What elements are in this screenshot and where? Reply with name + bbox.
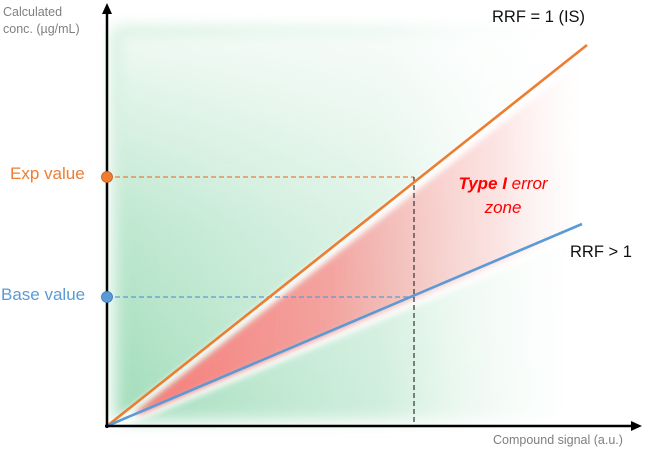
rrf-is-label: RRF = 1 (IS) — [492, 8, 586, 26]
exp-value-label: Exp value — [10, 164, 85, 183]
zone-label-line2: zone — [484, 198, 522, 217]
exp-value-marker — [101, 171, 113, 183]
x-axis-arrow-icon — [631, 421, 642, 431]
type-i-error-zone — [135, 62, 580, 414]
rrf-is-line — [106, 43, 588, 428]
y-axis-label: Calculated conc. (µg/mL) — [3, 4, 80, 38]
rrf-gt-label: RRF > 1 — [570, 243, 632, 261]
zone-label-rest: error — [506, 174, 548, 193]
base-value-label: Base value — [1, 285, 86, 304]
y-axis-arrow-icon — [102, 3, 112, 14]
type-i-error-zone-label: Type I error zone — [448, 172, 558, 220]
x-axis-label: Compound signal (a.u.) — [493, 433, 623, 447]
zone-label-bold: Type I — [458, 174, 507, 193]
base-value-marker — [101, 291, 113, 303]
rrf-gt-line — [106, 222, 583, 428]
y-axis-label-line1: Calculated — [3, 5, 63, 19]
y-axis-label-line2: conc. (µg/mL) — [3, 22, 80, 36]
